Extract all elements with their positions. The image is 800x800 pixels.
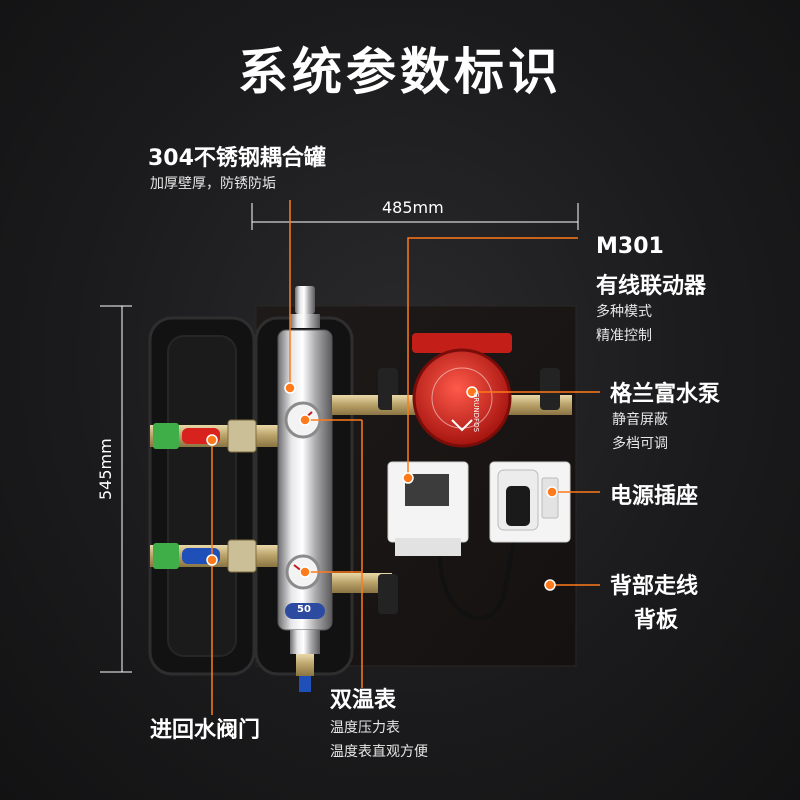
backboard-label-line1: 背部走线	[610, 574, 699, 599]
height-dimension-label: 545mm	[96, 438, 115, 500]
power-socket-plate	[489, 461, 571, 543]
pump-desc2: 多档可调	[612, 436, 668, 452]
valve-label: 进回水阀门	[150, 718, 261, 743]
gauge-desc1: 温度压力表	[330, 720, 400, 736]
tank-label: 304不锈钢耦合罐	[148, 146, 326, 171]
width-dimension	[251, 203, 579, 230]
controller-name: 有线联动器	[596, 274, 707, 299]
controller-desc1: 多种模式	[596, 304, 652, 320]
gauge-label: 双温表	[330, 688, 397, 713]
badge-50	[285, 603, 325, 619]
pump-body	[412, 333, 512, 448]
pump-brand-text: GRUNDFOS	[472, 392, 480, 433]
controller-model: M301	[596, 234, 664, 259]
controller-desc2: 精准控制	[596, 328, 652, 344]
width-dimension-label: 485mm	[382, 198, 444, 217]
pump-label: 格兰富水泵	[610, 382, 721, 407]
pump-desc1: 静音屏蔽	[612, 412, 668, 428]
callout-lines	[211, 200, 600, 715]
backboard-label-line2: 背板	[634, 608, 679, 633]
controller-device	[387, 461, 469, 556]
foam-insulation-left	[148, 316, 256, 676]
socket-label: 电源插座	[610, 484, 699, 509]
callout-dots	[206, 382, 558, 591]
power-cable	[438, 529, 517, 620]
coupling-tank	[277, 286, 333, 692]
badge-text: 50	[297, 604, 311, 615]
height-dimension	[100, 305, 132, 673]
tank-desc: 加厚壁厚，防锈防垢	[150, 176, 276, 192]
gauge-desc2: 温度表直观方便	[330, 744, 428, 760]
tank-outlet-upper	[332, 395, 392, 415]
page-title: 系统参数标识	[238, 43, 562, 101]
valve-cap-green-upper	[153, 423, 179, 449]
valve-cap-green-lower	[153, 543, 179, 569]
